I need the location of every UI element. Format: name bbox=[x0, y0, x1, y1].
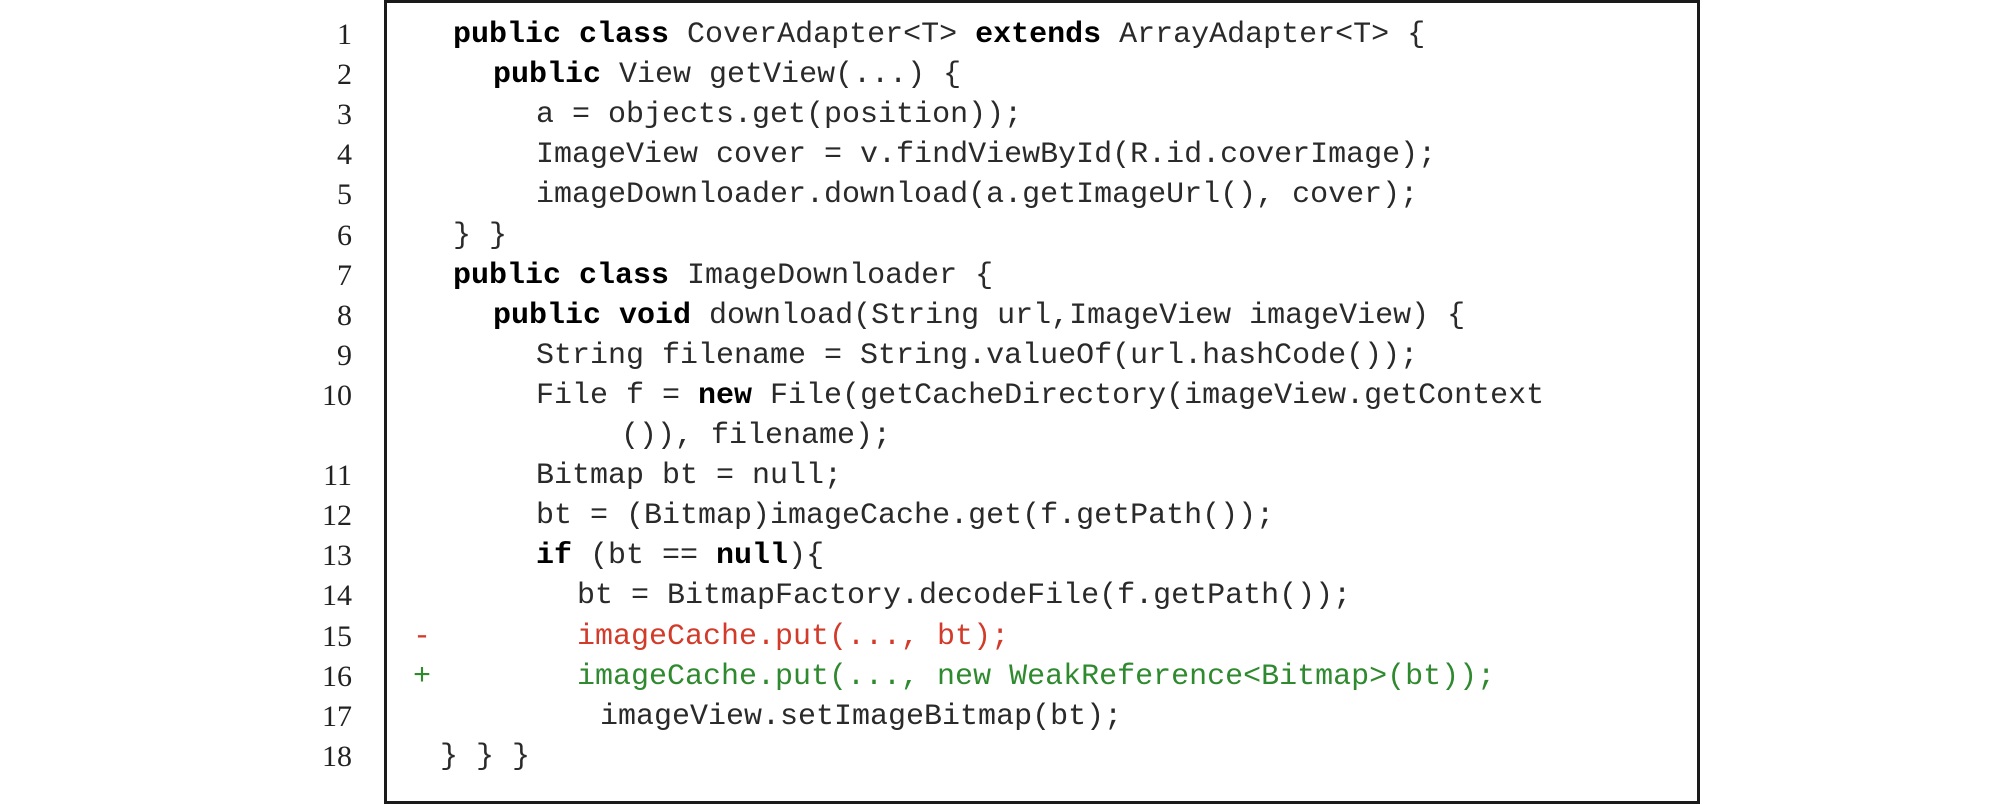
keyword: null bbox=[716, 539, 789, 574]
line-number: 15 bbox=[322, 619, 352, 653]
line-number: 6 bbox=[337, 218, 352, 252]
keyword: extends bbox=[975, 18, 1102, 52]
line-number: 18 bbox=[322, 739, 352, 773]
code-token: (bt == bbox=[572, 539, 717, 574]
keyword: public bbox=[493, 58, 602, 93]
code-text: ImageView cover = v.findViewById(R.id.co… bbox=[536, 135, 1436, 175]
line-number: 5 bbox=[337, 178, 352, 212]
code-text: ()), filename); bbox=[621, 416, 891, 456]
code-text: imageDownloader.download(a.getImageUrl()… bbox=[536, 175, 1418, 215]
code-text: bt = (Bitmap)imageCache.get(f.getPath())… bbox=[536, 496, 1274, 536]
keyword: public class bbox=[453, 258, 670, 293]
line-number: 17 bbox=[322, 699, 352, 733]
code-token: } } } bbox=[440, 739, 531, 774]
code-token: ){ bbox=[788, 539, 825, 574]
code-token: Bitmap bt = null; bbox=[536, 459, 843, 494]
code-text: public class ImageDownloader { bbox=[453, 256, 993, 296]
code-text: File f = new File(getCacheDirectory(imag… bbox=[536, 376, 1544, 416]
code-text: a = objects.get(position)); bbox=[536, 95, 1022, 135]
code-text: String filename = String.valueOf(url.has… bbox=[536, 336, 1418, 376]
code-text: public View getView(...) { bbox=[493, 55, 961, 95]
line-number: 11 bbox=[323, 459, 352, 493]
code-text: } } } bbox=[440, 737, 530, 777]
code-token: ImageDownloader { bbox=[669, 258, 994, 293]
line-number: 1 bbox=[337, 18, 352, 51]
line-number: 9 bbox=[337, 338, 352, 372]
code-token: File(getCacheDirectory(imageView.getCont… bbox=[752, 378, 1545, 413]
code-token: ImageView cover = v.findViewById(R.id.co… bbox=[536, 138, 1437, 173]
code-text: imageCache.put(..., new WeakReference<Bi… bbox=[577, 657, 1495, 697]
code-token: View getView(...) { bbox=[601, 58, 962, 93]
code-text: imageCache.put(..., bt); bbox=[577, 617, 1009, 657]
code-text: if (bt == null){ bbox=[536, 536, 824, 576]
code-token: File f = bbox=[536, 378, 699, 413]
line-number: 3 bbox=[337, 98, 352, 132]
code-text: public void download(String url,ImageVie… bbox=[493, 296, 1465, 336]
code-token: ArrayAdapter<T> { bbox=[1101, 18, 1426, 52]
line-number: 13 bbox=[322, 539, 352, 573]
code-token: } } bbox=[453, 218, 508, 253]
code-token: bt = (Bitmap)imageCache.get(f.getPath())… bbox=[536, 499, 1275, 534]
line-number: 16 bbox=[322, 659, 352, 693]
code-token: imageDownloader.download(a.getImageUrl()… bbox=[536, 178, 1419, 213]
code-token: a = objects.get(position)); bbox=[536, 98, 1023, 133]
line-number: 12 bbox=[322, 499, 352, 533]
code-token: imageView.setImageBitmap(bt); bbox=[600, 699, 1123, 734]
line-number: 8 bbox=[337, 298, 352, 332]
code-text: public class CoverAdapter<T> extends Arr… bbox=[453, 15, 1425, 55]
line-number: 10 bbox=[322, 378, 352, 412]
code-token: imageCache.put(..., bt); bbox=[577, 619, 1010, 654]
keyword: public class bbox=[453, 18, 670, 52]
code-text: bt = BitmapFactory.decodeFile(f.getPath(… bbox=[577, 576, 1351, 616]
diff-added-marker: + bbox=[413, 659, 432, 694]
keyword: new bbox=[698, 378, 753, 413]
code-token: CoverAdapter<T> bbox=[669, 18, 976, 52]
code-token: bt = BitmapFactory.decodeFile(f.getPath(… bbox=[577, 579, 1352, 614]
line-number: 4 bbox=[337, 138, 352, 172]
line-number: 14 bbox=[322, 579, 352, 613]
code-text: imageView.setImageBitmap(bt); bbox=[600, 697, 1122, 737]
diff-removed-marker: - bbox=[413, 619, 432, 654]
code-text: } } bbox=[453, 216, 507, 256]
code-token: ()), filename); bbox=[621, 419, 892, 453]
code-token: String filename = String.valueOf(url.has… bbox=[536, 338, 1419, 373]
keyword: if bbox=[536, 539, 573, 574]
keyword: public void bbox=[493, 298, 692, 333]
line-number: 2 bbox=[337, 58, 352, 92]
line-number: 7 bbox=[337, 258, 352, 292]
code-token: imageCache.put(..., new WeakReference<Bi… bbox=[577, 659, 1496, 694]
code-text: Bitmap bt = null; bbox=[536, 456, 842, 496]
code-token: download(String url,ImageView imageView)… bbox=[691, 298, 1466, 333]
